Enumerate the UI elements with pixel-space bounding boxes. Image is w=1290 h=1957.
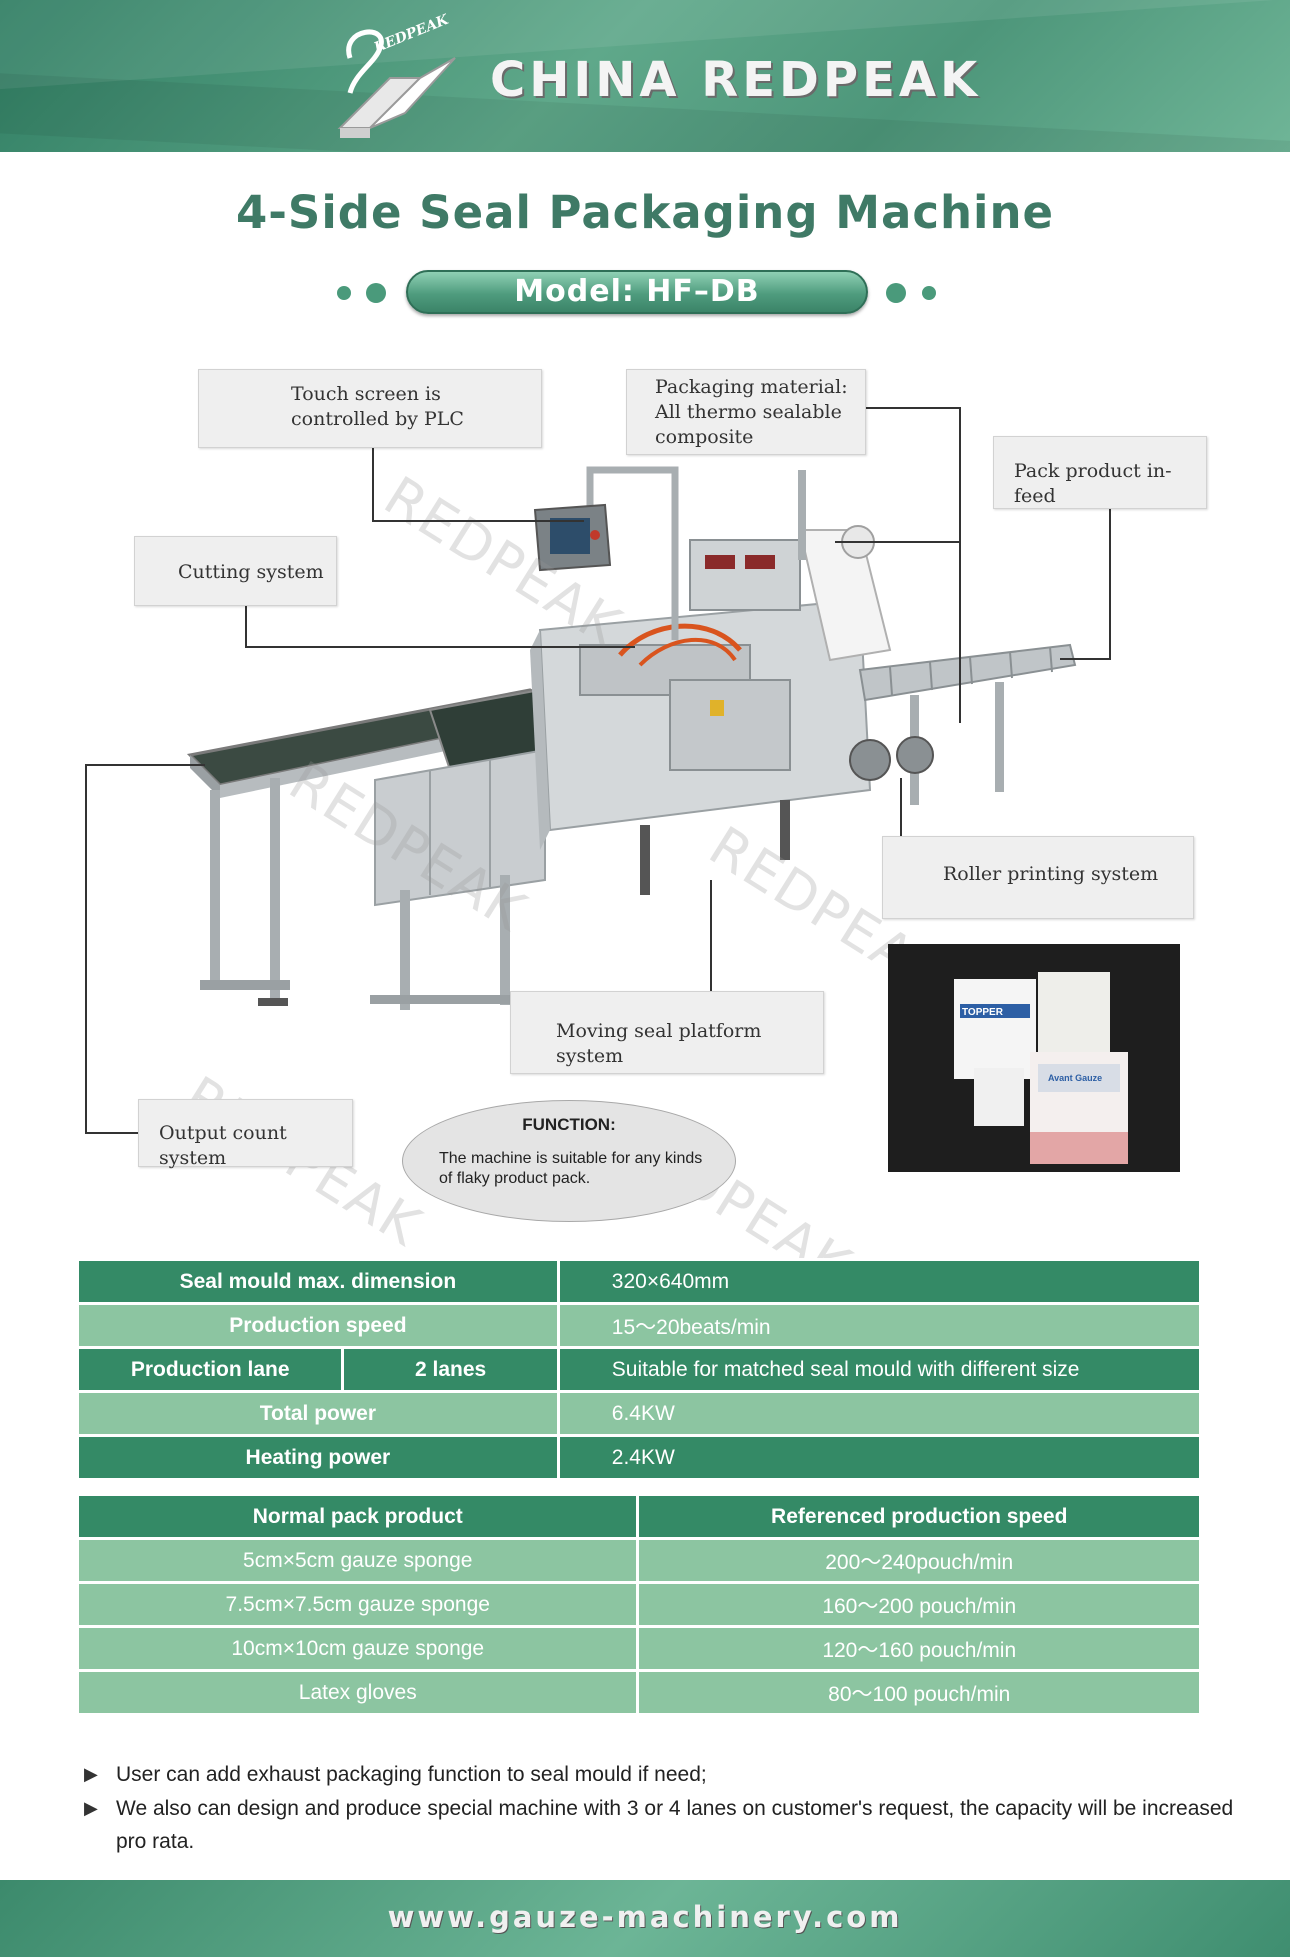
table-row: Production lane 2 lanes Suitable for mat… [75,1346,1203,1393]
callout-roller-printing: Roller printing system [882,836,1194,919]
leader-line [900,778,902,836]
leader-line [85,764,87,1134]
spec-label: Total power [76,1390,560,1437]
model-label: Model: HF–DB [514,274,760,309]
leader-line [85,1132,140,1134]
table-row: Production speed 15～20beats/min [76,1302,1203,1349]
leader-line [710,880,712,992]
callout-text: Roller printing system [943,863,1159,885]
model-badge: Model: HF–DB [406,270,868,314]
table-row: Seal mould max. dimension 320×640mm [76,1258,1203,1305]
column-header: Referenced production speed [636,1493,1202,1540]
callout-text: Pack product in-feed [1014,460,1172,507]
product-cell: 7.5cm×7.5cm gauze sponge [75,1581,640,1628]
callout-text: Touch screen is [291,383,441,405]
note-text: We also can design and produce special m… [116,1797,1234,1853]
callout-text: Cutting system [178,561,324,583]
callout-pack-infeed: Pack product in-feed [993,436,1207,509]
leader-line [1060,658,1111,660]
page-title: 4-Side Seal Packaging Machine [235,186,1055,239]
page-header [0,0,1290,152]
callout-packaging-material: Packaging material: All thermo sealable … [626,369,866,455]
speed-cell: 80～100 pouch/min [636,1669,1202,1716]
decor-dot [337,286,351,300]
leader-line [959,541,961,723]
table-row: 7.5cm×7.5cm gauze sponge 160～200 pouch/m… [75,1581,1202,1628]
spec-label: Production lane [75,1346,345,1393]
spec-value: Suitable for matched seal mould with dif… [556,1346,1203,1393]
bullet-arrow-icon: ▶ [84,1798,98,1818]
speed-cell: 200～240pouch/min [636,1537,1202,1584]
table-row: 10cm×10cm gauze sponge 120～160 pouch/min [75,1625,1202,1672]
table-row: Total power 6.4KW [76,1390,1203,1437]
product-photo: TOPPER Avant Gauze [888,944,1180,1172]
callout-moving-seal: Moving seal platform system [510,991,824,1074]
spec-value: 320×640mm [556,1258,1203,1305]
spec-label: Production speed [76,1302,560,1349]
table-row: 5cm×5cm gauze sponge 200～240pouch/min [75,1537,1202,1584]
redpeak-logo-icon [337,29,456,138]
callout-text: composite [655,426,754,448]
bullet-arrow-icon: ▶ [84,1764,98,1784]
table-header-row: Normal pack product Referenced productio… [75,1493,1202,1540]
table-row: Latex gloves 80～100 pouch/min [75,1669,1202,1716]
machine-illustration [186,466,1077,1010]
callout-touch-screen: Touch screen is controlled by PLC [198,369,542,448]
callout-cutting-system: Cutting system [134,536,337,606]
product-cell: Latex gloves [75,1669,640,1716]
spec-value: 2.4KW [556,1434,1203,1481]
callout-output-count: Output count system [138,1099,353,1169]
product-cell: 5cm×5cm gauze sponge [75,1537,640,1584]
note-item: ▶ User can add exhaust packaging functio… [84,1758,1264,1792]
leader-line [372,446,374,522]
leader-line [959,407,961,543]
function-title: FUNCTION: [522,1115,616,1134]
spec-label: Seal mould max. dimension [76,1258,560,1305]
table-row: Heating power 2.4KW [76,1434,1203,1481]
callout-text: Packaging material: [655,376,848,398]
decor-dot [922,286,936,300]
speed-cell: 160～200 pouch/min [636,1581,1202,1628]
leader-line [1109,508,1111,660]
spec-table: Seal mould max. dimension 320×640mm Prod… [75,1258,1203,1481]
callout-text: Moving seal platform system [556,1020,762,1067]
product-cell: 10cm×10cm gauze sponge [75,1625,640,1672]
spec-value: 6.4KW [556,1390,1203,1437]
function-body: The machine is suitable for any kinds of… [439,1150,703,1187]
leader-line [372,520,584,522]
website-url[interactable]: www.gauze-machinery.com [387,1900,903,1934]
callout-text: controlled by PLC [291,408,464,430]
spec-sub-label: 2 lanes [341,1346,560,1393]
gauze-packs-illustration: TOPPER Avant Gauze [954,972,1128,1164]
product-label: Avant Gauze [1048,1073,1102,1083]
leader-line [245,646,635,648]
page-footer [0,1880,1290,1957]
speed-cell: 120～160 pouch/min [636,1625,1202,1672]
callout-text: Output count system [159,1122,287,1169]
spec-label: Heating power [76,1434,560,1481]
leader-line [835,541,961,543]
decor-dot [886,283,906,303]
leader-line [85,764,205,766]
spec-value: 15～20beats/min [556,1302,1203,1349]
speed-table: Normal pack product Referenced productio… [75,1493,1202,1716]
leader-line [245,604,247,648]
callout-text: All thermo sealable [655,401,842,423]
decor-dot [366,283,386,303]
note-text: User can add exhaust packaging function … [116,1763,707,1786]
product-label: TOPPER [962,1007,1004,1018]
column-header: Normal pack product [75,1493,640,1540]
note-item: ▶ We also can design and produce special… [84,1792,1264,1860]
brand-name: CHINA REDPEAK [490,52,982,108]
function-description: FUNCTION: The machine is suitable for an… [402,1100,736,1222]
leader-line [865,407,961,409]
